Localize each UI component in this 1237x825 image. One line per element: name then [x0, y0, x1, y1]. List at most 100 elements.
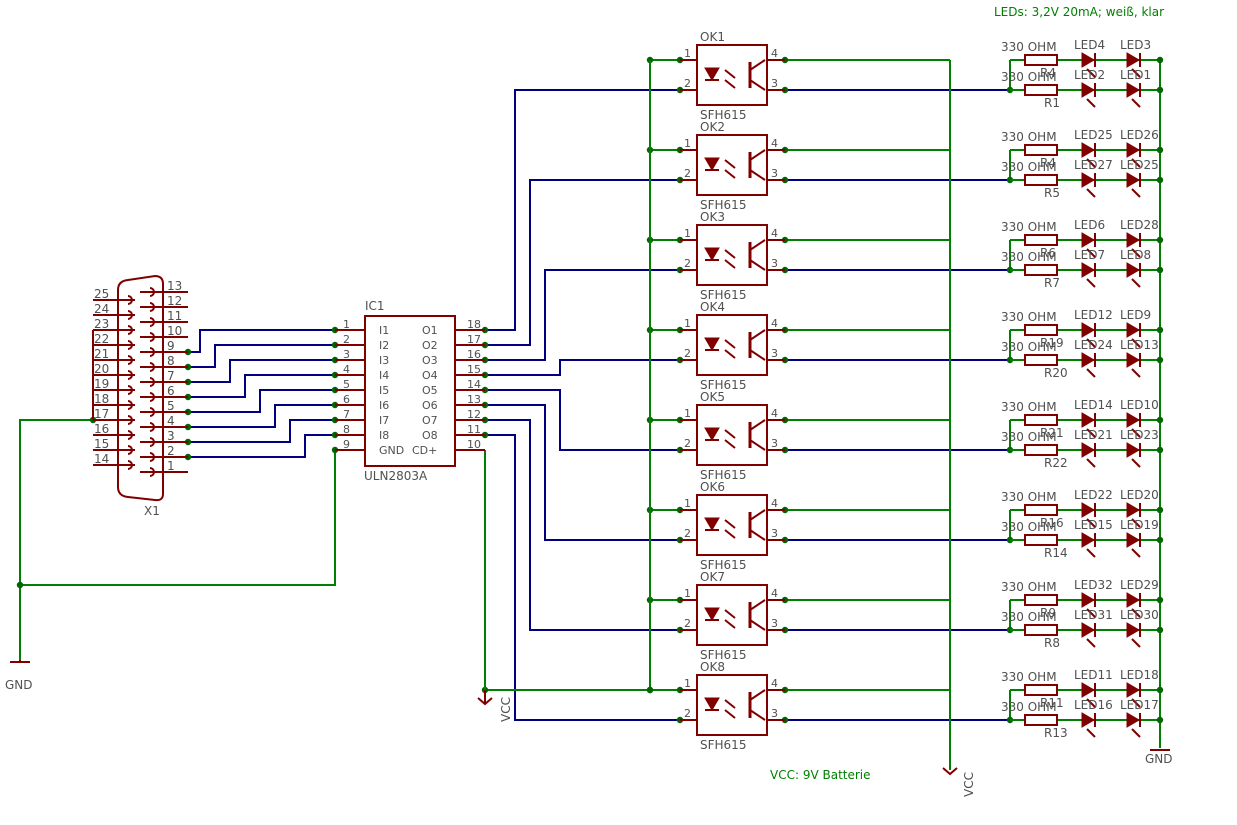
resistor-symbol [1024, 414, 1058, 426]
opto-wires-3 [481, 236, 1010, 364]
driver-pin-number: 9 [343, 438, 350, 451]
optocoupler-pin-number: 3 [771, 617, 778, 630]
optocoupler-body [696, 314, 768, 376]
output-wire [485, 404, 680, 541]
resistor-value: 330 OHM [1001, 160, 1057, 174]
junction-dot [1156, 536, 1164, 544]
driver-pin-label: CD+ [412, 444, 437, 457]
optocoupler-pin-number: 4 [771, 407, 778, 420]
resistor-name: R5 [1044, 186, 1060, 200]
resistor-symbol [1024, 534, 1058, 546]
optocoupler-pin-number: 2 [684, 167, 691, 180]
led-symbol [1081, 712, 1095, 728]
led-light-arrow [1086, 98, 1096, 108]
led-name: LED9 [1120, 308, 1151, 322]
optocoupler-light-arrow [724, 519, 736, 529]
optocoupler-pin-number: 4 [771, 317, 778, 330]
driver-pin-label: I5 [379, 384, 389, 397]
optocoupler-light-arrow [724, 429, 736, 439]
resistor-name: R4 [1040, 156, 1056, 170]
led-name: LED25 [1120, 158, 1159, 172]
resistor-symbol [1024, 144, 1058, 156]
driver-pin-label: O2 [422, 339, 438, 352]
optocoupler-led-symbol [704, 517, 720, 531]
connector-pin-number: 4 [167, 414, 175, 428]
resistor-value: 330 OHM [1001, 70, 1057, 84]
led-symbol [1126, 142, 1140, 158]
connector-pin-number: 2 [167, 444, 175, 458]
junction-dot [1156, 56, 1164, 64]
connector-pin-number: 15 [94, 437, 109, 451]
led-name: LED14 [1074, 398, 1113, 412]
resistor-value: 330 OHM [1001, 490, 1057, 504]
led-symbol [1126, 352, 1140, 368]
led-light-arrow [1131, 548, 1141, 558]
optocoupler-body [696, 494, 768, 556]
junction-dot [1156, 146, 1164, 154]
gnd-right-label: GND [1145, 752, 1173, 766]
connector-pin-number: 20 [94, 362, 109, 376]
optocoupler-transistor-emitter [749, 439, 766, 451]
led-light-arrow [1131, 518, 1141, 528]
junction-dot [1156, 86, 1164, 94]
optocoupler-led-symbol [704, 157, 720, 171]
output-wire [485, 359, 680, 376]
connector-x1: 1312111098765432125242322212019181716151… [92, 274, 188, 502]
vcc-note: VCC: 9V Batterie [770, 768, 871, 782]
optocoupler-pin-number: 1 [684, 587, 691, 600]
driver-pin-label: I4 [379, 369, 389, 382]
optocoupler-pin-number: 3 [771, 257, 778, 270]
connector-pin-contact [149, 332, 155, 342]
led-name: LED20 [1120, 488, 1159, 502]
connector-pin-number: 5 [167, 399, 175, 413]
optocoupler-value: SFH615 [700, 198, 746, 212]
optocoupler-name: OK6 [700, 480, 725, 494]
input-wire [188, 374, 335, 398]
resistor-value: 330 OHM [1001, 400, 1057, 414]
driver-pin-number: 3 [343, 348, 350, 361]
optocoupler-light-arrow [724, 159, 736, 169]
resistor-symbol [1024, 54, 1058, 66]
driver-pin-label: I8 [379, 429, 389, 442]
led-light-arrow [1131, 98, 1141, 108]
opto-wires-5 [481, 386, 1010, 454]
led-light-arrow [1086, 68, 1096, 78]
led-symbol [1081, 682, 1095, 698]
led-light-arrow [1086, 158, 1096, 168]
led-symbol [1081, 352, 1095, 368]
optocoupler-transistor-emitter [749, 169, 766, 181]
optocoupler-pin-number: 1 [684, 407, 691, 420]
driver-pin-number: 11 [467, 423, 481, 436]
led-symbol [1081, 142, 1095, 158]
resistor-value: 330 OHM [1001, 250, 1057, 264]
led-row-wires-3 [1006, 236, 1164, 274]
connector-pin-contact [127, 370, 133, 380]
led-symbol [1126, 712, 1140, 728]
optocoupler-value: SFH615 [700, 558, 746, 572]
led-symbol [1081, 532, 1095, 548]
connector-pin-contact [149, 422, 155, 432]
led-symbol [1126, 172, 1140, 188]
resistor-value: 330 OHM [1001, 130, 1057, 144]
optocoupler-pin-number: 1 [684, 497, 691, 510]
optocoupler-pin-number: 4 [771, 497, 778, 510]
output-wire [485, 419, 680, 631]
led-name: LED17 [1120, 698, 1159, 712]
input-wire [188, 344, 335, 368]
led-light-arrow [1086, 368, 1096, 378]
led-light-arrow [1086, 188, 1096, 198]
input-wire [188, 329, 335, 353]
driver-pin-label: O4 [422, 369, 438, 382]
optocoupler-body [696, 404, 768, 466]
vcc-arrow [942, 767, 958, 776]
led-name: LED6 [1074, 218, 1105, 232]
resistor-symbol [1024, 624, 1058, 636]
junction-dot [1156, 416, 1164, 424]
resistor-symbol [1024, 684, 1058, 696]
optocoupler-transistor-emitter [749, 79, 766, 91]
led-light-arrow [1131, 68, 1141, 78]
optocoupler-transistor-emitter [749, 349, 766, 361]
